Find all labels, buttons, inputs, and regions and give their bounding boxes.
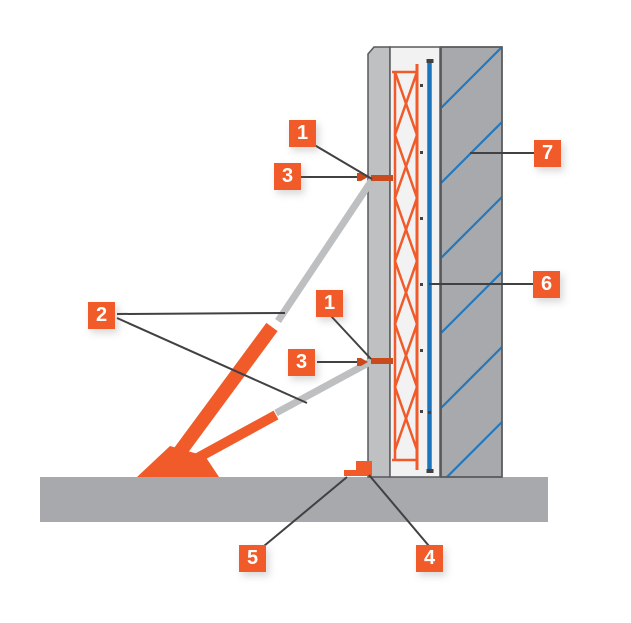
- leader-props-upper: [116, 312, 286, 315]
- wall-core-layer: [389, 46, 441, 478]
- lower-prop-outer-tube: [189, 410, 279, 466]
- leader-anchor-mid: [330, 315, 372, 360]
- leader-props-lower: [116, 317, 308, 404]
- lower-prop-inner-tube: [274, 357, 374, 417]
- lattice-girder-truss: [392, 64, 419, 470]
- anchor-bar-mid: [371, 358, 393, 364]
- truss-diagonal-a: [393, 71, 419, 451]
- pointer-arrow-icon-top: [357, 173, 368, 181]
- main-prop-inner-tube: [275, 178, 375, 323]
- anchor-bar-top: [371, 175, 393, 181]
- callout-2-props: 2: [88, 302, 115, 329]
- callout-1-anchor-top: 1: [289, 120, 316, 147]
- callout-4-base-block: 4: [416, 545, 443, 572]
- wall-outer-panel: [367, 46, 391, 478]
- callout-3-fixing-top: 3: [274, 163, 301, 190]
- pointer-arrow-icon-mid: [357, 358, 368, 366]
- membrane-bottom-cap: [426, 469, 434, 473]
- ground-slab: [40, 477, 548, 522]
- truss-diagonal-b: [393, 71, 419, 451]
- leader-base-block: [368, 474, 430, 547]
- callout-6-membrane: 6: [533, 271, 560, 298]
- prop-orange-tubes: [162, 322, 279, 473]
- base-plate: [344, 470, 357, 476]
- leader-base-plate: [263, 476, 348, 547]
- concrete-outline: [440, 46, 503, 478]
- callout-1-anchor-mid: 1: [316, 290, 343, 317]
- connector-dots: [420, 84, 431, 414]
- prop-gray-tubes: [274, 178, 375, 417]
- leader-lines: [116, 142, 535, 547]
- leader-anchor-top: [310, 142, 373, 180]
- concrete-hatch: [441, 47, 502, 477]
- callout-7-wall: 7: [534, 140, 561, 167]
- main-prop-outer-tube: [162, 322, 278, 473]
- prop-foot: [137, 446, 219, 477]
- callout-5-base-plate: 5: [239, 545, 266, 572]
- concrete-wall: [440, 46, 503, 478]
- callout-3-fixing-mid: 3: [288, 349, 315, 376]
- membrane-top-cap: [426, 59, 434, 63]
- base-block: [356, 461, 372, 476]
- wall-anchors: [357, 173, 393, 366]
